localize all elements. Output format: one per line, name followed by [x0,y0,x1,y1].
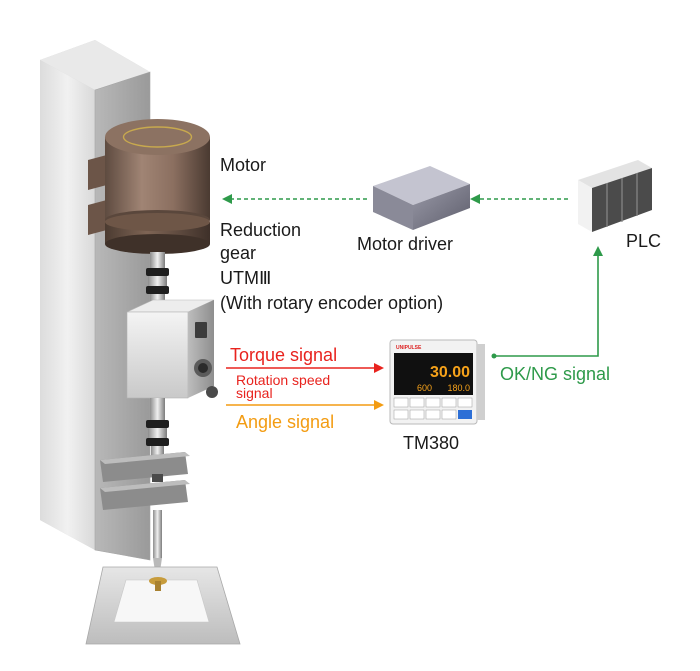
label-plc: PLC [626,231,661,251]
clamp-brackets [100,452,190,510]
lower-coupling [146,398,169,460]
tm380-sub-value-2: 180.0 [447,383,470,393]
tm380-key[interactable] [393,409,409,420]
label-rotation-speed: Rotation speed [236,372,330,388]
label-encoder-option: (With rotary encoder option) [220,293,443,313]
label-tm380: TM380 [403,433,459,453]
tm380-key[interactable] [425,409,441,420]
tm380-key[interactable] [425,397,441,408]
tm380-main-value: 30.00 [430,364,470,381]
label-ok-ng-signal: OK/NG signal [500,364,610,384]
green-control-lines [222,194,603,359]
plc-rack [578,160,652,232]
tm380-keypad [393,397,473,420]
label-utm: UTMⅢ [220,268,271,288]
label-torque-signal: Torque signal [230,345,337,365]
tm380-screen [394,353,473,395]
angle-signal-line [226,400,384,410]
label-rotation-signal: signal [236,385,273,401]
label-motor-driver: Motor driver [357,234,453,254]
tm380-key[interactable] [409,397,425,408]
label-gear: gear [220,243,256,263]
arrow-to-driver [470,194,480,204]
tm380-key[interactable] [457,397,473,408]
label-reduction: Reduction [220,220,301,240]
tm380-sub-value-1: 600 [417,383,432,393]
tm380-key[interactable] [441,409,457,420]
reduction-gear [105,213,210,254]
wall-stand [40,40,151,561]
tm380-indicator: UNIPULSE 30.00 600 180.0 [389,339,485,425]
motor-driver-box [373,166,470,230]
label-angle-signal: Angle signal [236,412,334,432]
arrow-to-plc [593,246,603,256]
tm380-brand: UNIPULSE [396,345,422,351]
tm380-key[interactable] [409,409,425,420]
arrow-to-motor [222,194,232,204]
tm380-key[interactable] [441,397,457,408]
torque-sensor-utm3 [126,299,218,399]
torque-signal-line [226,363,384,373]
tm380-key[interactable] [393,397,409,408]
tm380-enter-key[interactable] [458,410,472,419]
label-motor: Motor [220,155,266,175]
base-plate [85,566,241,645]
